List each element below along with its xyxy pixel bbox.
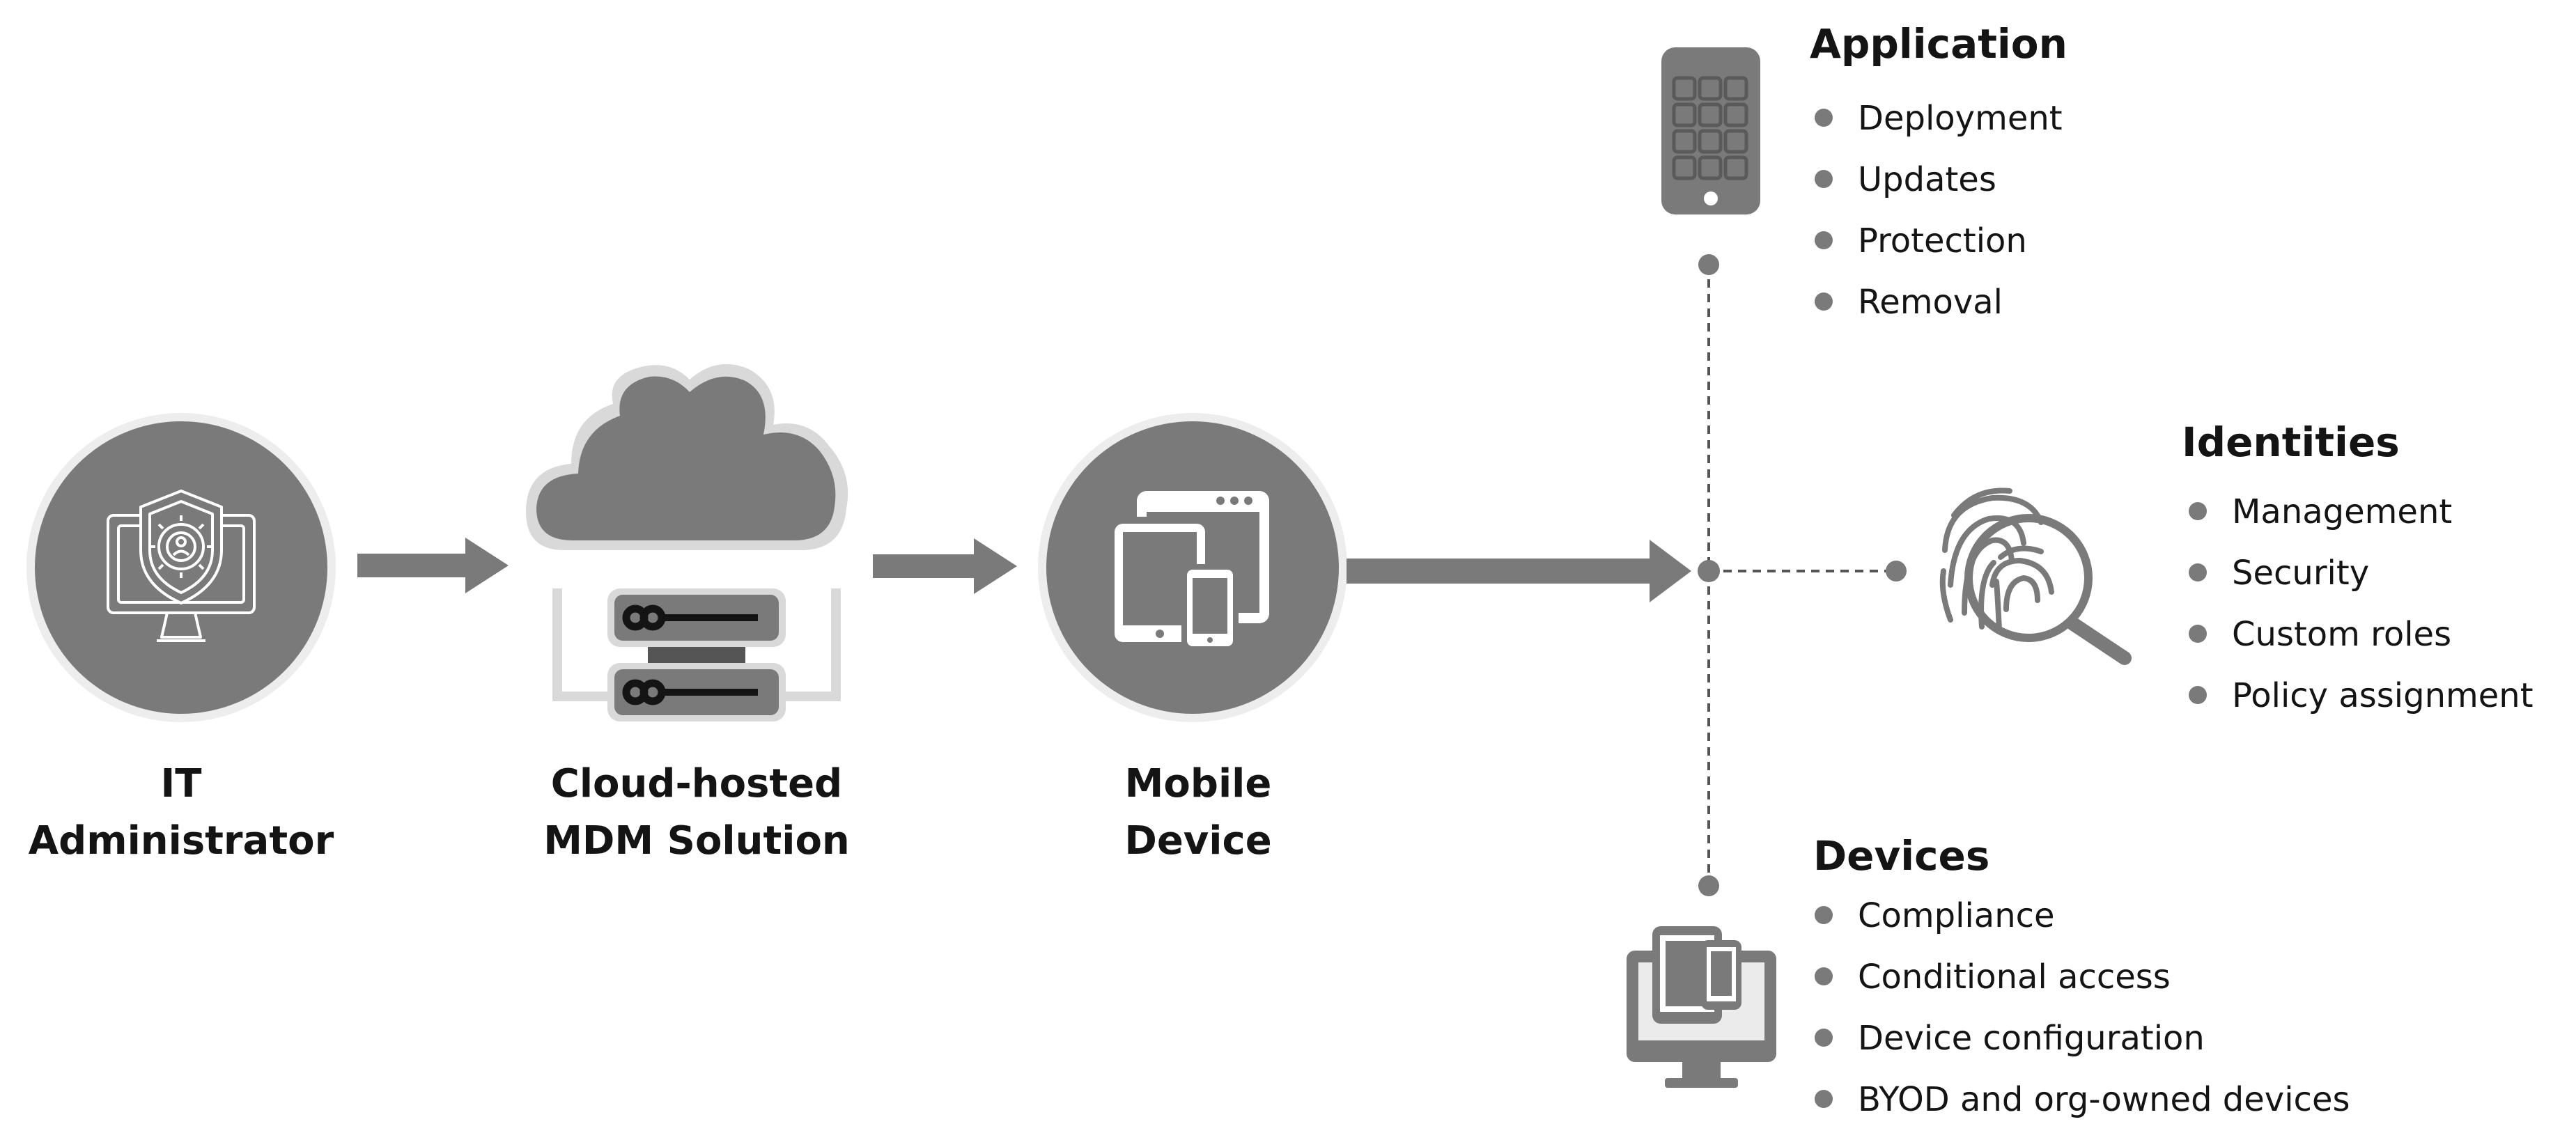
multi-device-icon: [1627, 926, 1776, 1088]
list-item-label: Custom roles: [2232, 615, 2452, 654]
mdm-label: Cloud-hosted MDM Solution: [515, 756, 878, 870]
list-item-label: Conditional access: [1858, 958, 2171, 997]
bullet-dot: [1815, 231, 1833, 249]
list-item: Management: [2189, 491, 2534, 552]
phone-apps-icon: [1661, 47, 1760, 214]
hub-connectors: [1707, 265, 1896, 886]
list-item: Device configuration: [1815, 1017, 2350, 1079]
list-item-label: Device configuration: [1858, 1019, 2205, 1058]
bullet-dot: [2189, 563, 2207, 581]
flow-arrow: [357, 538, 509, 593]
list-item-label: Deployment: [1858, 99, 2063, 138]
bullet-dot: [1815, 170, 1833, 188]
identities-list: Management Security Custom roles Policy …: [2189, 491, 2534, 736]
list-item-label: Protection: [1858, 221, 2027, 260]
list-item: Custom roles: [2189, 614, 2534, 675]
list-item: Conditional access: [1815, 956, 2350, 1017]
it-admin-label: IT Administrator: [14, 756, 348, 870]
application-title: Application: [1810, 20, 2067, 68]
list-item: Security: [2189, 552, 2534, 614]
mobile-device-node: [1038, 413, 1347, 722]
list-item: Removal: [1815, 281, 2063, 343]
label-line: MDM Solution: [543, 818, 850, 864]
list-item: Protection: [1815, 220, 2063, 281]
bullet-dot: [1815, 292, 1833, 311]
list-item: Compliance: [1815, 895, 2350, 956]
bullet-dot: [2189, 625, 2207, 643]
label-line: Device: [1124, 818, 1272, 864]
bullet-dot: [2189, 502, 2207, 520]
diagram-canvas: [26, 47, 2132, 1088]
bullet-dot: [1815, 109, 1833, 127]
label-line: Mobile: [1124, 761, 1272, 806]
devices-title: Devices: [1813, 832, 1990, 880]
flow-arrow: [1347, 540, 1691, 602]
application-list: Deployment Updates Protection Removal: [1815, 97, 2063, 343]
shield-gear-monitor-icon: [107, 490, 256, 642]
label-line: Cloud-hosted: [550, 761, 843, 806]
list-item: Deployment: [1815, 97, 2063, 159]
list-item-label: Removal: [1858, 283, 2003, 322]
bullet-dot: [1815, 1029, 1833, 1047]
list-item-label: BYOD and org-owned devices: [1858, 1080, 2350, 1119]
list-item: Policy assignment: [2189, 675, 2534, 736]
hub-dots: [1698, 254, 1907, 896]
mobile-device-label: Mobile Device: [1045, 756, 1351, 870]
list-item-label: Policy assignment: [2232, 676, 2534, 715]
devices-list: Compliance Conditional access Device con…: [1815, 895, 2350, 1140]
list-item: BYOD and org-owned devices: [1815, 1079, 2350, 1140]
bullet-dot: [1815, 967, 1833, 985]
tablet-phone-icon: [1108, 491, 1269, 652]
fingerprint-magnifier-icon: [1939, 487, 2132, 665]
list-item-label: Compliance: [1858, 896, 2055, 935]
list-item-label: Security: [2232, 554, 2370, 593]
bullet-dot: [1815, 1090, 1833, 1108]
label-line: IT: [160, 761, 202, 806]
bullet-dot: [2189, 686, 2207, 704]
identities-title: Identities: [2182, 419, 2400, 466]
list-item: Updates: [1815, 159, 2063, 220]
bullet-dot: [1815, 906, 1833, 924]
it-admin-node: [26, 413, 336, 722]
list-item-label: Updates: [1858, 160, 1996, 199]
mdm-diagram: IT Administrator Cloud-hosted MDM Soluti…: [14, 20, 2534, 1119]
label-line: Administrator: [28, 818, 334, 864]
flow-arrow: [873, 538, 1017, 594]
cloud-server-icon: [526, 364, 848, 721]
list-item-label: Management: [2232, 492, 2453, 531]
